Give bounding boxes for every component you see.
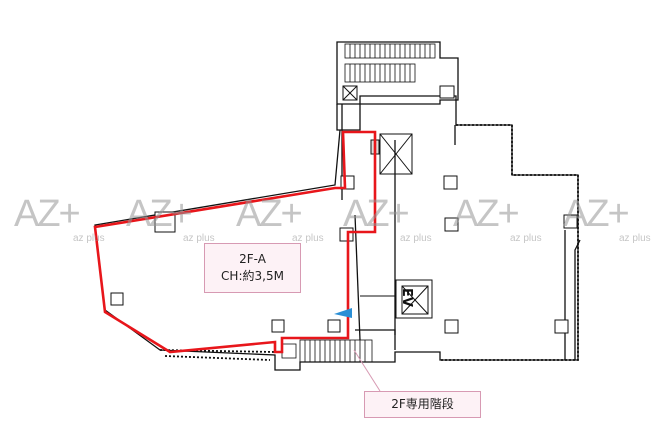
unit-label: 2F-A CH:約3,5M bbox=[204, 243, 301, 293]
entry-arrow-icon bbox=[334, 308, 352, 318]
north-stair bbox=[344, 43, 436, 83]
watermark-logo: AZ+ bbox=[453, 193, 520, 235]
unit-name: 2F-A bbox=[239, 252, 266, 266]
elevator-label: EV bbox=[399, 288, 414, 307]
ceiling-height: CH:約3,5M bbox=[221, 269, 284, 283]
watermark-text: az plus bbox=[400, 233, 432, 244]
watermark-text: az plus bbox=[510, 233, 542, 244]
unit-outline bbox=[93, 130, 377, 354]
dotted-wall bbox=[159, 124, 579, 361]
watermark-logo: AZ+ bbox=[343, 193, 410, 235]
south-stair bbox=[281, 339, 373, 363]
stair-callout: 2F専用階段 bbox=[364, 391, 481, 418]
watermark-logo: AZ+ bbox=[126, 193, 193, 235]
watermark-logo: AZ+ bbox=[14, 193, 81, 235]
watermark-logo: AZ+ bbox=[236, 193, 303, 235]
watermark-text: az plus bbox=[73, 233, 105, 244]
watermark-logo: AZ+ bbox=[563, 193, 630, 235]
watermark-text: az plus bbox=[619, 233, 651, 244]
callout-leader bbox=[353, 349, 381, 392]
watermark-text: az plus bbox=[292, 233, 324, 244]
watermark-text: az plus bbox=[183, 233, 215, 244]
